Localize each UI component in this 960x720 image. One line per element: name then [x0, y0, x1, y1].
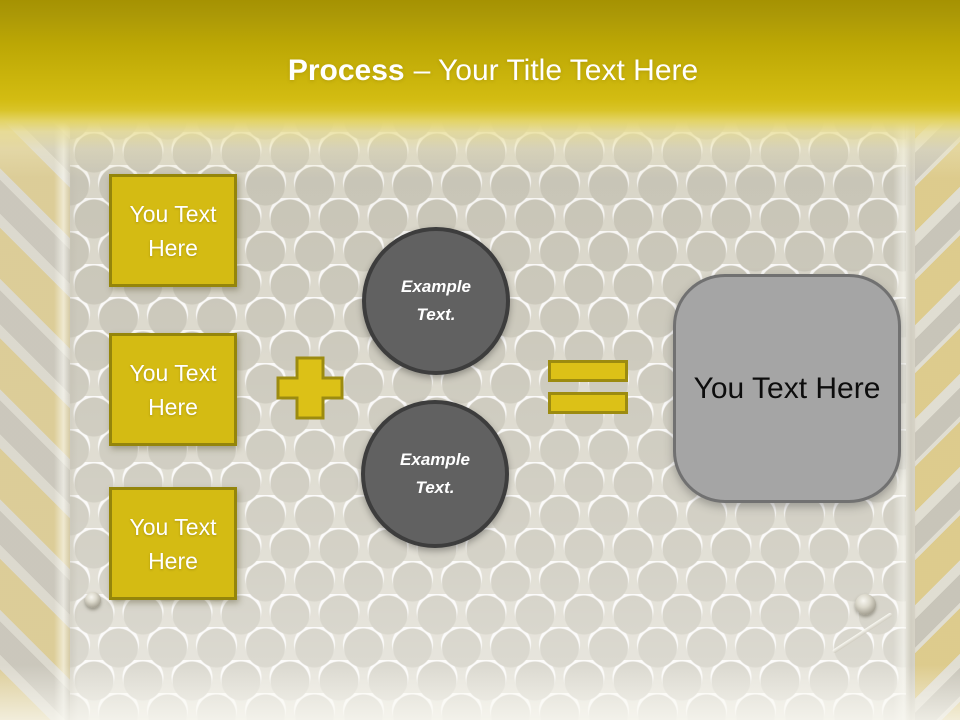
- example-circle-1-line1: Example: [401, 277, 471, 296]
- text-placeholder-1[interactable]: You Text Here: [109, 174, 237, 287]
- result-placeholder-label: You Text Here: [693, 371, 881, 405]
- example-circle-2[interactable]: Example Text.: [361, 400, 509, 548]
- text-placeholder-3[interactable]: You Text Here: [109, 487, 237, 600]
- title-keyword: Process: [287, 54, 405, 87]
- result-placeholder[interactable]: You Text Here: [673, 274, 901, 503]
- example-circle-1[interactable]: Example Text.: [362, 227, 510, 375]
- example-circle-2-line2: Text.: [415, 478, 455, 497]
- example-circle-1-label: Example Text.: [401, 273, 471, 329]
- example-circle-2-line1: Example: [400, 450, 470, 469]
- text-placeholder-3-label: You Text Here: [129, 513, 217, 574]
- text-placeholder-2[interactable]: You Text Here: [109, 333, 237, 446]
- text-placeholder-1-label: You Text Here: [129, 200, 217, 261]
- title-band: Process– Your Title Text Here: [0, 0, 960, 178]
- plus-icon: [276, 356, 344, 420]
- equals-icon: [548, 360, 629, 415]
- screw-bolt-right-icon: [855, 594, 876, 615]
- page-title: Process– Your Title Text Here: [0, 0, 960, 89]
- screw-bolt-left-icon: [85, 592, 101, 608]
- example-circle-2-label: Example Text.: [400, 446, 470, 502]
- title-subtitle: – Your Title Text Here: [413, 54, 699, 87]
- bottom-fade: [0, 665, 960, 720]
- text-placeholder-2-label: You Text Here: [129, 359, 217, 420]
- example-circle-1-line2: Text.: [416, 305, 456, 324]
